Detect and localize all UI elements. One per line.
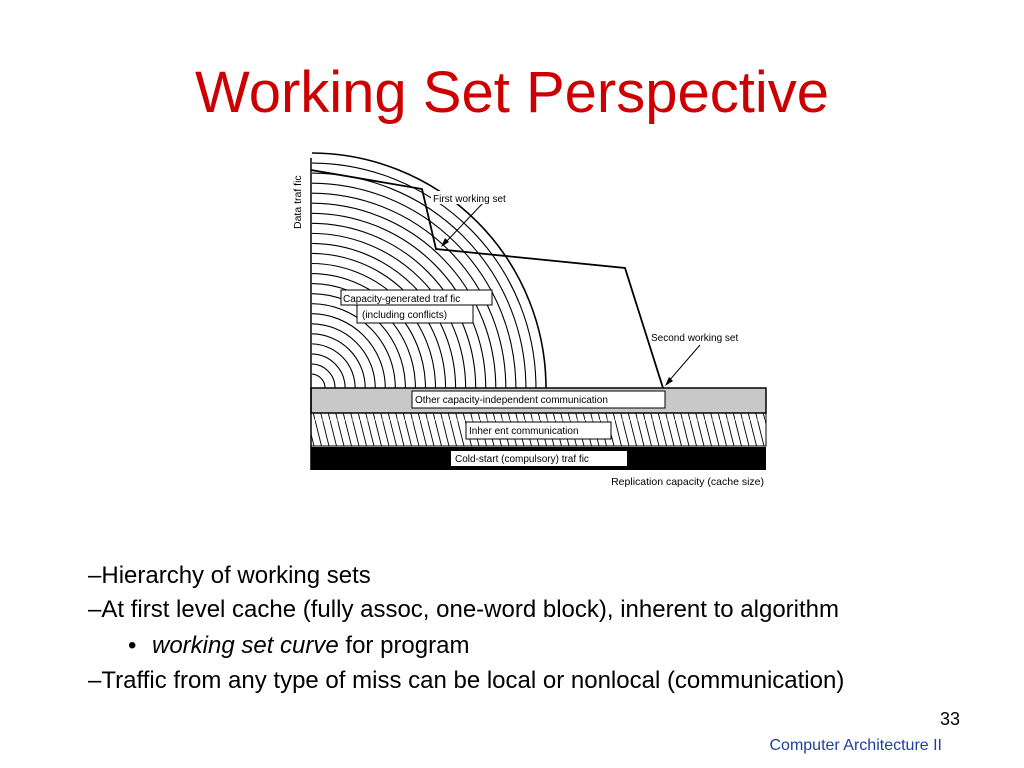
traffic-arc (312, 303, 396, 388)
traffic-arc (312, 313, 386, 388)
footer-course-name: Computer Architecture II (769, 737, 942, 754)
bullet-item: –Hierarchy of working sets (88, 562, 371, 590)
traffic-arc (312, 242, 457, 388)
x-axis-label: Replication capacity (cache size) (611, 476, 764, 488)
other-capacity-label: Other capacity-independent communication (415, 395, 608, 406)
bullet-italic-text: working set curve (152, 632, 339, 659)
traffic-arc (312, 353, 346, 388)
bullet-marker: – (88, 667, 102, 694)
bullet-marker: – (88, 596, 102, 623)
bullet-marker: – (88, 562, 102, 589)
other-capacity-box (411, 390, 666, 409)
inherent-box (465, 421, 612, 440)
bullet-text: for program (338, 632, 470, 659)
capacity-traffic-curves (312, 152, 547, 388)
traffic-arc (312, 343, 356, 388)
conflicts-label: (including conflicts) (362, 310, 447, 321)
traffic-arc (312, 172, 527, 388)
first-working-set-arrow (443, 202, 484, 245)
traffic-arc (312, 212, 487, 388)
capacity-traffic-label: Capacity-generated traf fic (343, 294, 460, 305)
traffic-arc (312, 373, 326, 388)
traffic-arc (312, 262, 437, 388)
traffic-arc (312, 182, 517, 388)
first-working-set-label: First working set (433, 194, 506, 205)
traffic-arc (312, 333, 366, 388)
y-axis-label: Data traf fic (292, 175, 304, 229)
bullet-item: –At first level cache (fully assoc, one-… (88, 596, 839, 624)
second-working-set-arrowhead (665, 377, 673, 386)
cold-start-box (451, 451, 627, 466)
conflicts-box (356, 304, 474, 324)
working-set-curve (310, 169, 664, 389)
bullet-text: Traffic from any type of miss can be loc… (101, 667, 845, 694)
traffic-arc (312, 202, 497, 388)
bullet-item-sub: • working set curve for program (128, 632, 469, 660)
slide-title: Working Set Perspective (195, 60, 829, 125)
bullet-text: At first level cache (fully assoc, one-w… (101, 596, 840, 623)
bullet-marker: • (128, 632, 137, 659)
inherent-label: Inher ent communication (469, 426, 579, 437)
traffic-arc (312, 222, 477, 388)
page-number: 33 (939, 709, 960, 729)
cold-start-label: Cold-start (compulsory) traf fic (455, 454, 589, 465)
traffic-arc (312, 232, 467, 388)
traffic-arc (312, 152, 547, 388)
traffic-arc (312, 323, 376, 388)
traffic-arc (312, 162, 537, 388)
second-working-set-arrow (667, 344, 701, 383)
traffic-arc (312, 363, 336, 388)
bullet-text: Hierarchy of working sets (101, 562, 371, 589)
first-working-set-arrowhead (441, 238, 449, 247)
bullet-item: –Traffic from any type of miss can be lo… (88, 667, 844, 695)
second-working-set-label: Second working set (651, 333, 738, 344)
